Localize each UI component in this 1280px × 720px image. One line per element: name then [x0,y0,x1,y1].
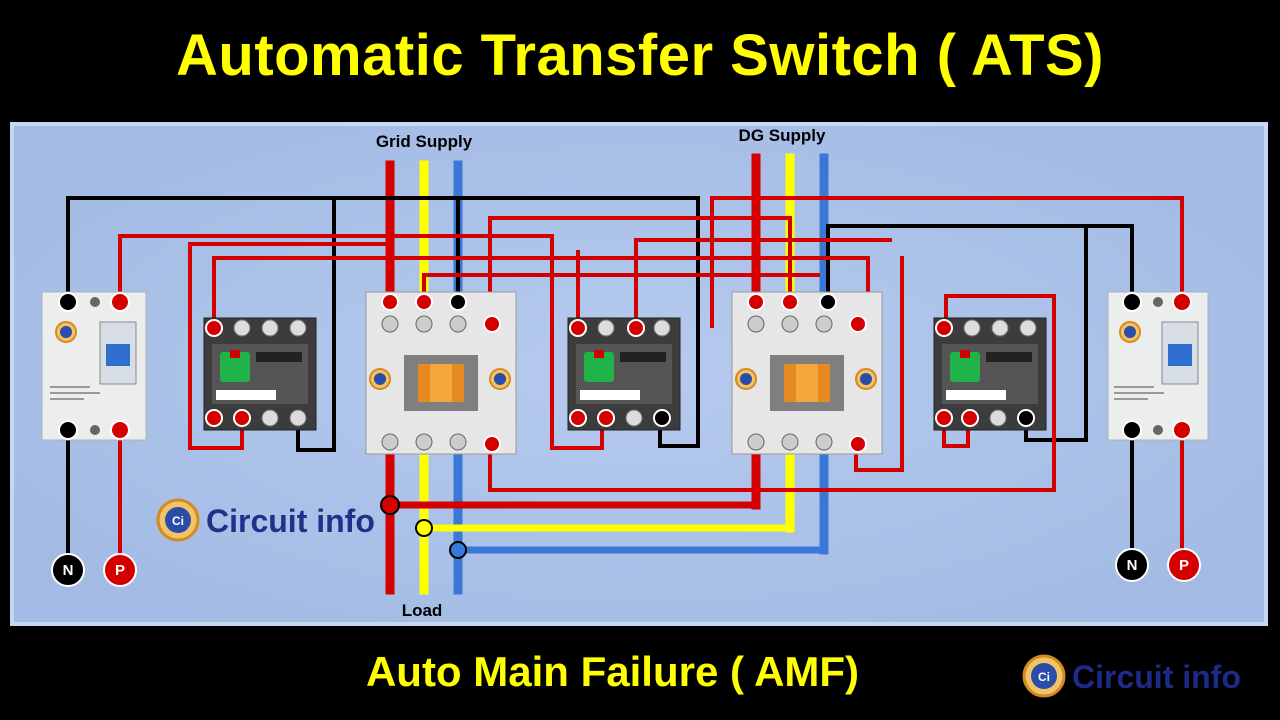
brand-panel: Ci Circuit info [156,498,375,542]
contactor-dg [731,291,883,455]
junction-blue [449,541,467,559]
svg-text:P: P [1179,557,1189,574]
rccb-right [1107,291,1209,441]
junction-red [380,495,400,515]
svg-text:Ci: Ci [172,514,184,528]
relay-module-3 [933,317,1047,431]
relay-module-2 [567,317,681,431]
page-subtitle: Auto Main Failure ( AMF) [365,648,860,695]
svg-text:N: N [63,562,74,579]
grid-supply-label: Grid Supply [376,132,473,151]
page-title: Automatic Transfer Switch ( ATS) [176,23,1104,88]
rccb-left [41,291,147,441]
svg-text:Ci: Ci [1038,670,1050,684]
load-label: Load [402,601,443,620]
circuit-info-logo-icon: Ci [156,498,200,542]
dg-supply-label: DG Supply [739,126,826,145]
terminal-neutral-left: N [51,553,85,587]
terminal-phase-left: P [103,553,137,587]
brand-footer: Ci Circuit info [1022,654,1241,698]
circuit-info-logo-icon: Ci [1022,654,1066,698]
terminal-neutral-right: N [1115,548,1149,582]
junction-yellow [415,519,433,537]
svg-text:N: N [1127,557,1138,574]
relay-module-1 [203,317,317,431]
contactor-grid [365,291,517,455]
terminal-phase-right: P [1167,548,1201,582]
brand-name-footer: Circuit info [1072,659,1241,695]
brand-name: Circuit info [206,503,375,539]
svg-text:P: P [115,562,125,579]
